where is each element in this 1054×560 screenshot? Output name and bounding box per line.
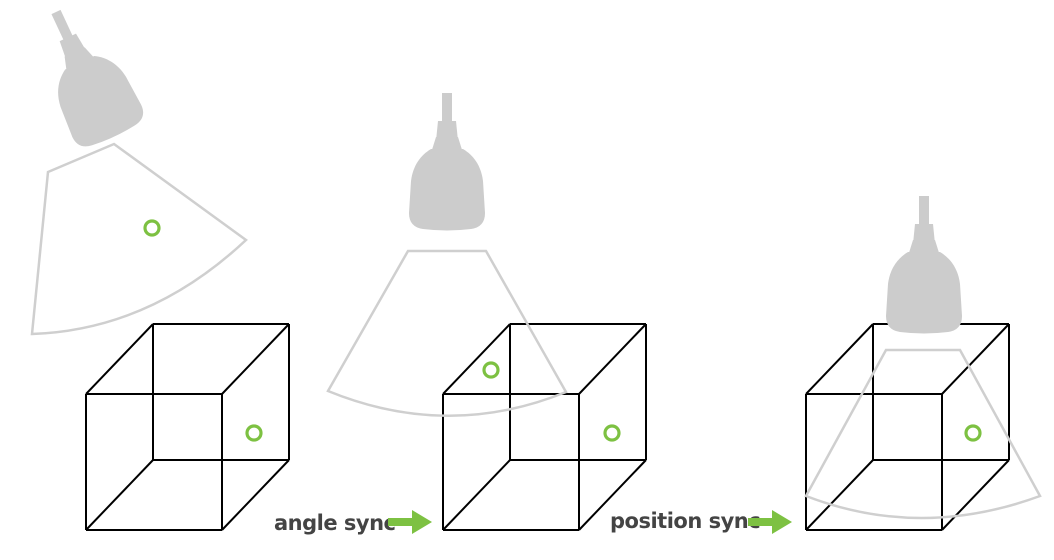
panel-position-synced — [804, 196, 1042, 531]
ultrasound-beam — [326, 249, 568, 417]
aligned-target-marker — [964, 424, 982, 442]
transition-label: position sync — [610, 509, 760, 533]
ultrasound-probe-icon — [21, 0, 149, 153]
ultrasound-beam — [30, 142, 248, 336]
panel-angle-synced — [326, 93, 647, 531]
ultrasound-probe-icon — [409, 93, 485, 231]
ultrasound-beam — [804, 348, 1042, 520]
beam-target-marker — [482, 361, 500, 379]
transition-label: angle sync — [274, 511, 396, 535]
volume-target-marker — [245, 424, 263, 442]
volume-target-marker — [603, 424, 621, 442]
right-arrow-icon — [748, 510, 792, 534]
beam-target-marker — [143, 219, 161, 237]
right-arrow-icon — [388, 510, 432, 534]
ultrasound-probe-icon — [886, 196, 962, 334]
panel-initial — [21, 0, 290, 531]
transition-angle-sync: angle sync — [274, 510, 432, 535]
transition-position-sync: position sync — [610, 509, 792, 534]
